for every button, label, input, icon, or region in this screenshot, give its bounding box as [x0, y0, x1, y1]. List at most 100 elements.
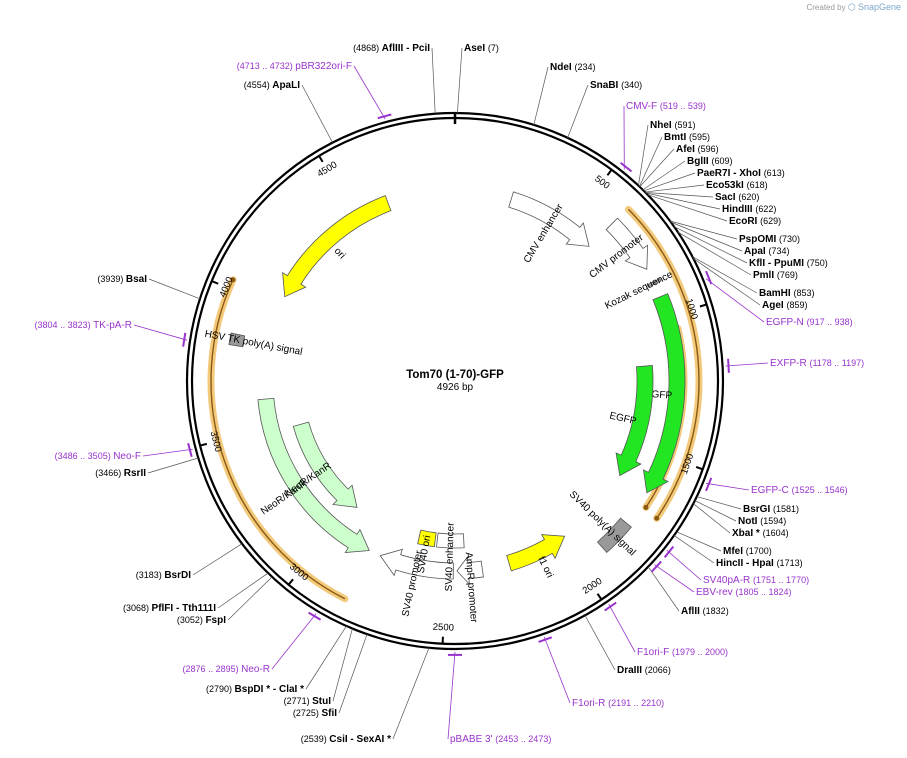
site-label-pmli-16: PmlI (769) — [753, 270, 798, 281]
primer-mark-cmv-f — [620, 161, 633, 173]
feature-f1-ori-6 — [506, 534, 566, 572]
primer-label-tk-pa-r-11: (3804 .. 3823) TK-pA-R — [35, 320, 132, 331]
feature-label-ori-14: ori — [332, 246, 348, 262]
site-line-bsrdi — [192, 543, 243, 576]
tick-label-2000: 2000 — [581, 576, 605, 597]
site-line-pmli — [677, 231, 752, 276]
site-line-stui — [332, 628, 353, 702]
tick-1000 — [699, 303, 707, 308]
site-line-bglii — [642, 160, 686, 191]
tick-3000 — [287, 578, 294, 586]
primer-mark-pbr322ori-f — [377, 113, 392, 120]
site-line-saci — [645, 192, 714, 198]
site-line-bspdi-clai — [305, 625, 347, 690]
tick-label-1500: 1500 — [679, 452, 696, 476]
feature-sv40-ori-9 — [417, 529, 437, 548]
site-label-bmti-5: BmtI (595) — [664, 132, 710, 143]
site-label-sfii-27: (2725) SfiI — [293, 708, 337, 719]
site-line-nhei — [638, 124, 649, 186]
site-line-mfei — [676, 531, 722, 552]
orf-arc-end-2 — [230, 277, 236, 283]
site-line-hincii-hpai — [673, 535, 715, 564]
feature-egfp-4 — [615, 365, 654, 477]
site-label-mfei-22: MfeI (1700) — [723, 546, 772, 557]
site-line-pflfi-tth111i — [217, 572, 269, 609]
site-line-snabi — [567, 84, 589, 138]
site-label-ndei-2: NdeI (234) — [550, 62, 595, 73]
primer-line-neo-f — [142, 448, 193, 457]
site-line-rsrii — [147, 457, 199, 474]
primer-line-pbabe-3 — [447, 651, 456, 740]
tick-1500 — [695, 466, 704, 471]
site-line-noti — [694, 500, 737, 522]
site-line-afliii-pcii — [431, 47, 436, 114]
site-label-agei-18: AgeI (859) — [762, 300, 807, 311]
site-label-bsai-34: (3939) BsaI — [97, 274, 147, 285]
site-label-pflfi-tth111i-30: (3068) PflFI - Tth111I — [123, 603, 216, 614]
tick-label-500: 500 — [592, 173, 611, 191]
leader-line-layer — [147, 47, 761, 740]
site-label-bsrdi-32: (3183) BsrDI — [136, 570, 191, 581]
primer-line-tk-pa-r — [133, 324, 188, 341]
tick-label-3500: 3500 — [208, 430, 224, 453]
feature-neor-kanr-11 — [257, 397, 370, 553]
primer-line-pbr322ori-f — [353, 65, 386, 120]
site-label-nhei-4: NheI (591) — [650, 120, 695, 131]
site-label-csii-sexai-26: (2539) CsiI - SexAI * — [301, 734, 391, 745]
primer-line-egfp-n — [705, 278, 765, 323]
feature-cmv-enhancer-0 — [508, 191, 590, 247]
site-label-afliii-pcii-0: (4868) AflIII - PciI — [353, 43, 430, 54]
site-label-snabi-3: SnaBI (340) — [590, 80, 642, 91]
primer-label-neo-f-10: (3486 .. 3505) Neo-F — [55, 451, 141, 462]
feature-ampr-promoter-7 — [456, 555, 484, 586]
primer-label-exfp-r-2: EXFP-R (1178 .. 1197) — [770, 358, 864, 369]
site-line-csii-sexai — [392, 647, 430, 740]
watermark-brand: SnapGene — [857, 2, 901, 12]
primer-label-ebv-rev-5: EBV-rev (1805 .. 1824) — [696, 587, 792, 598]
site-line-apali — [301, 84, 333, 143]
site-label-bglii-7: BglII (609) — [687, 156, 732, 167]
site-label-rsrii-33: (3466) RsrII — [95, 468, 146, 479]
site-label-draiii-25: DraIII (2066) — [617, 665, 671, 676]
site-line-fspi — [227, 576, 273, 621]
feature-sv40-poly-a-signal-5 — [596, 517, 632, 554]
site-line-afei — [639, 148, 675, 188]
primer-line-ebv-rev — [654, 564, 695, 593]
primer-label-cmv-f-0: CMV-F (519 .. 539) — [626, 101, 706, 112]
orf-arc-core-2 — [210, 279, 346, 600]
tick-500 — [606, 169, 613, 176]
primer-line-neo-r — [271, 613, 317, 670]
feature-label-egfp-4: EGFP — [608, 411, 637, 428]
site-label-saci-10: SacI (620) — [715, 192, 759, 203]
site-label-asei-1: AseI (7) — [464, 43, 499, 54]
feature-label-hsv-tk-poly-a-signal-13: HSV TK poly(A) signal — [204, 329, 304, 358]
site-label-hincii-hpai-23: HincII - HpaI (1713) — [716, 558, 803, 569]
site-label-layer: (4868) AflIII - PciI AseI (7) NdeI (234) Sn… — [95, 43, 828, 745]
plasmid-length: 4926 bp — [437, 382, 474, 393]
feature-sv40-enhancer-10 — [436, 532, 465, 549]
tick-4000 — [211, 280, 219, 285]
tick-2000 — [596, 593, 603, 601]
site-line-asei — [457, 47, 463, 114]
site-line-bsrgi — [696, 496, 742, 510]
primer-line-f1ori-f — [608, 603, 636, 653]
site-line-ndei — [533, 66, 549, 125]
primer-mark-egfp-c — [705, 477, 713, 492]
tick-label-2500: 2500 — [433, 622, 455, 634]
site-line-ecori — [647, 194, 728, 222]
orf-arc-end-0 — [654, 515, 660, 521]
primer-mark-ebv-rev — [651, 560, 662, 573]
site-label-bspdi-clai-29: (2790) BspDI * - ClaI * — [206, 684, 304, 695]
site-line-paer7i-xhoi — [643, 172, 696, 192]
tick-label-3000: 3000 — [287, 561, 310, 583]
feature-label-sv40-enhancer-10: SV40 enhancer — [444, 522, 457, 592]
site-label-pspomi-13: PspOMI (730) — [739, 234, 800, 245]
site-label-hindiii-11: HindIII (622) — [722, 204, 776, 215]
site-label-xbai-21: XbaI * (1604) — [732, 528, 789, 539]
primer-line-f1ori-r — [543, 636, 571, 704]
primer-label-f1ori-f-6: F1ori-F (1979 .. 2000) — [637, 647, 728, 658]
site-line-aflii — [647, 566, 680, 612]
site-label-apali-35: (4554) ApaLI — [244, 80, 301, 91]
